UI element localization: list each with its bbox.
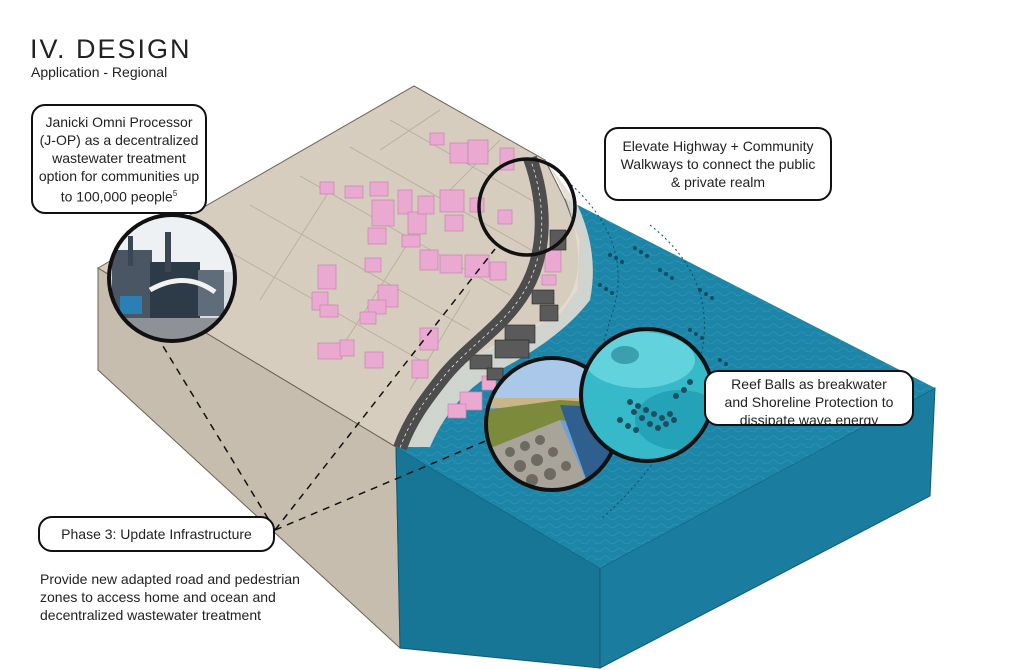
jop-processor-image: [107, 213, 237, 343]
highway-callout-line: Elevate Highway + Community: [622, 138, 814, 154]
phase-callout: Phase 3: Update Infrastructure: [38, 516, 275, 552]
reef-callout-line: Reef Balls as breakwater: [731, 376, 887, 392]
footnote-marker: 5: [172, 188, 178, 198]
highway-callout-line: Walkways to connect the public: [620, 156, 816, 172]
reef-contour: [519, 174, 619, 471]
highway-centerline: [399, 157, 543, 449]
reef-aerial-photo: [579, 327, 715, 463]
highway-detail-circle: [477, 157, 577, 257]
phase-callout-label: Phase 3: Update Infrastructure: [61, 526, 252, 542]
description-line: decentralized wastewater treatment: [40, 607, 261, 623]
jop-callout-line: wastewater treatment: [52, 149, 186, 166]
elevated-structures: [469, 229, 567, 381]
page-title: IV. DESIGN: [30, 34, 192, 64]
highway-callout-line: & private realm: [670, 174, 766, 190]
residential-buildings: [311, 132, 562, 419]
page-subtitle: Application - Regional: [31, 64, 168, 80]
jop-callout-line: to 100,000 people5: [60, 188, 178, 205]
description-line: Provide new adapted road and pedestrian: [40, 571, 300, 587]
reef-balls: [598, 246, 728, 366]
description-line: zones to access home and ocean and: [40, 589, 276, 605]
jop-callout-line: option for communities up: [38, 167, 200, 184]
reef-callout-line: dissipate wave energy: [739, 412, 879, 426]
jop-callout: Janicki Omni Processor (J-OP) as a decen…: [31, 104, 207, 214]
reef-callout-line: and Shoreline Protection to: [724, 394, 894, 410]
highway-callout: Elevate Highway + Community Walkways to …: [604, 127, 832, 201]
description-text: Provide new adapted road and pedestrian …: [40, 570, 300, 624]
leader-lines: [157, 248, 496, 531]
jop-callout-line: (J-OP) as a decentralized: [39, 131, 199, 148]
jop-callout-line: Janicki Omni Processor: [45, 113, 193, 130]
reef-callout: Reef Balls as breakwater and Shoreline P…: [704, 370, 914, 426]
